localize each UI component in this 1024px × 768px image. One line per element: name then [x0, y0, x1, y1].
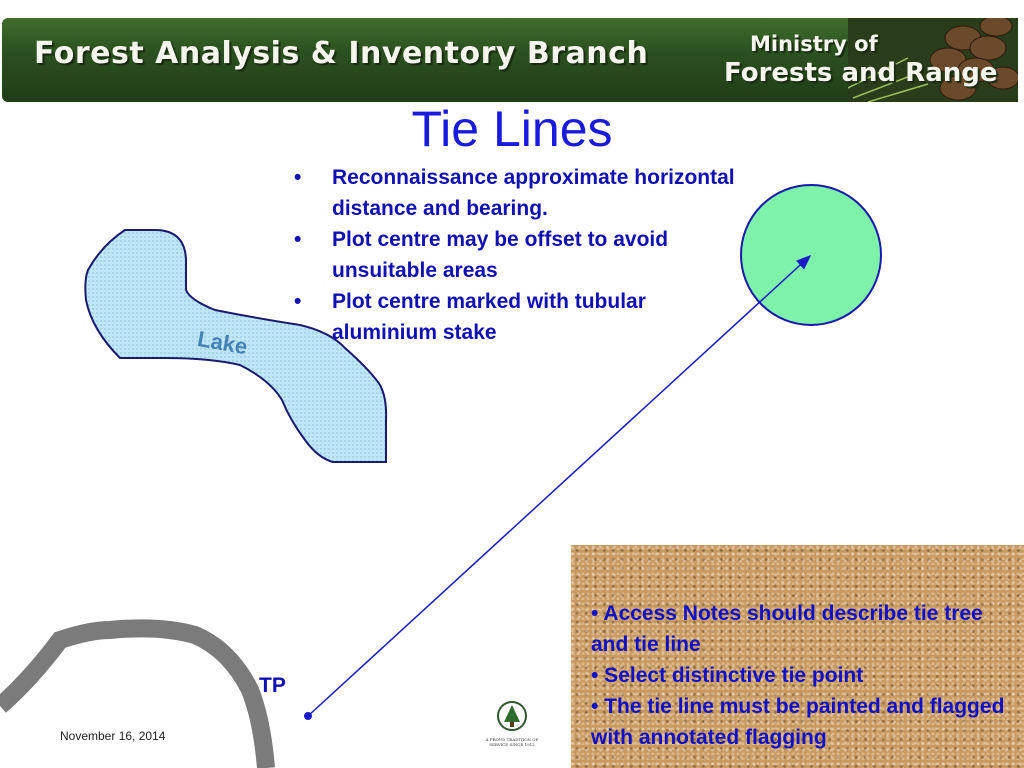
bullet-item: • Reconnaissance approximate horizontal … [294, 162, 754, 224]
ministry-line-1: Ministry of [750, 32, 878, 56]
plot-centre-circle [740, 184, 882, 326]
pinecone-image [848, 18, 1018, 102]
lake-shape [84, 229, 388, 463]
ministry-logo-icon [497, 701, 527, 731]
bullet-item: • Plot centre marked with tubular alumin… [294, 286, 754, 348]
tie-point-label: TP [259, 674, 286, 697]
bullet-symbol: • [294, 290, 302, 313]
bullet-symbol: • [294, 166, 302, 189]
logo-caption: A PROUD TRADITION OF SERVICE SINCE 1912 [485, 737, 539, 747]
header-banner: Forest Analysis & Inventory Branch Minis… [2, 18, 1018, 102]
bullet-text: Plot centre may be offset to avoid unsui… [332, 228, 669, 282]
road [0, 619, 275, 768]
bullet-list: • Reconnaissance approximate horizontal … [294, 162, 754, 348]
branch-title: Forest Analysis & Inventory Branch [34, 36, 649, 71]
access-note: • Select distinctive tie point [591, 664, 864, 687]
slide-title: Tie Lines [411, 101, 613, 157]
tie-point-marker [304, 712, 312, 720]
access-note: • The tie line must be painted and flagg… [591, 695, 1005, 749]
access-note: • Access Notes should describe tie tree … [591, 602, 983, 656]
access-notes-box: • Access Notes should describe tie tree … [571, 545, 1024, 768]
footer-date: November 16, 2014 [60, 729, 166, 743]
tie-line [307, 254, 812, 717]
bullet-symbol: • [294, 228, 302, 251]
ministry-line-2: Forests and Range [724, 58, 998, 88]
bullet-text: Reconnaissance approximate horizontal di… [332, 166, 735, 220]
bullet-item: • Plot centre may be offset to avoid uns… [294, 224, 754, 286]
bullet-text: Plot centre marked with tubular aluminiu… [332, 290, 646, 344]
